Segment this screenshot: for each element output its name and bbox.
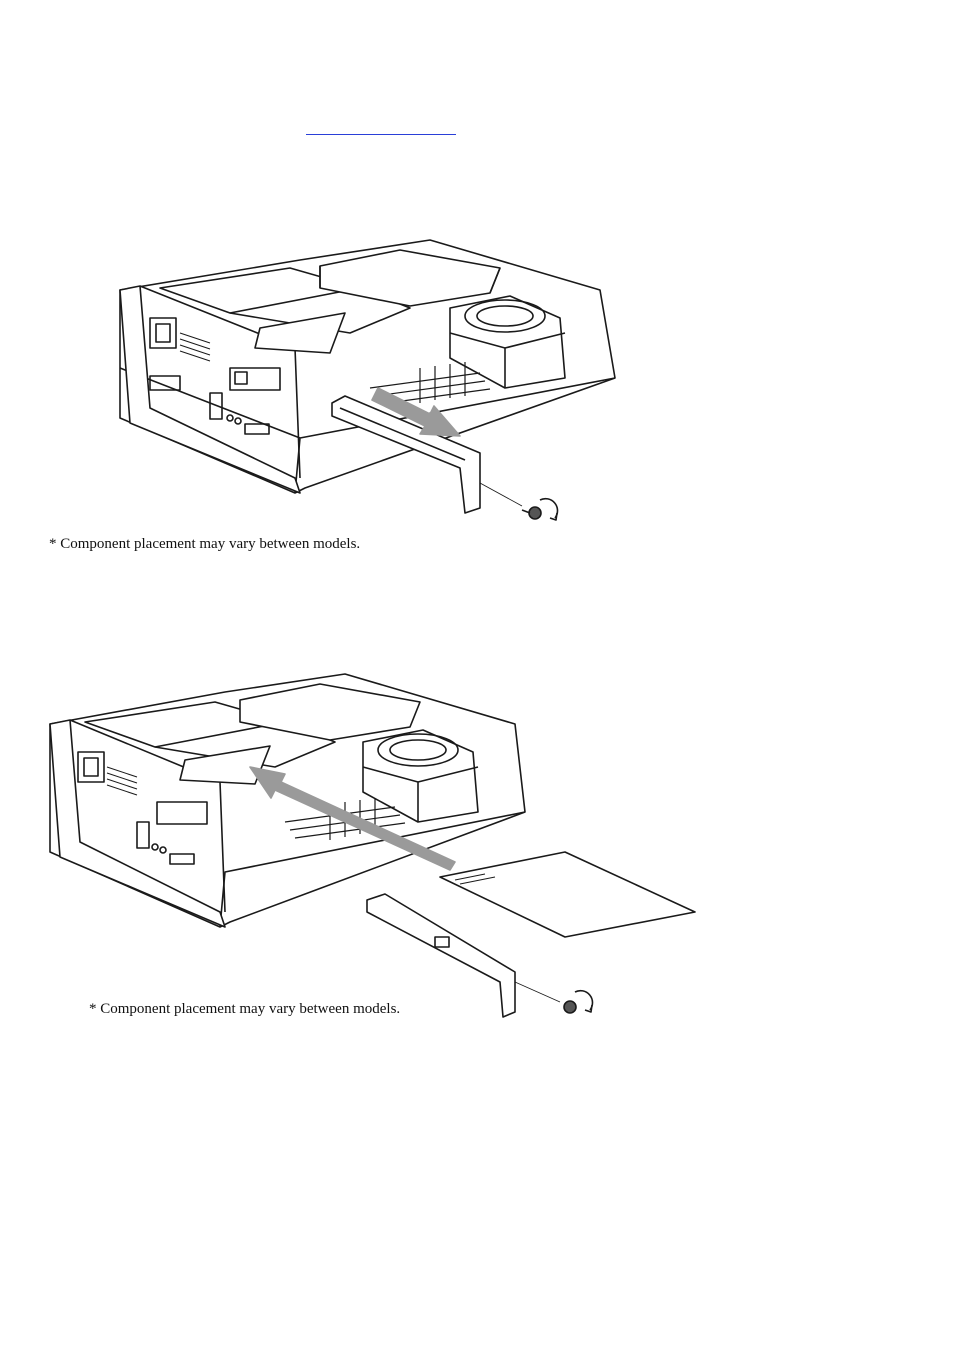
chassis-drawing-2 xyxy=(45,672,705,1022)
screw-icon xyxy=(480,483,541,519)
illustration-install-expansion-card xyxy=(45,672,705,1022)
illustration-remove-slot-cover xyxy=(110,238,620,538)
figure-caption: * Component placement may vary between m… xyxy=(89,1001,400,1018)
document-link[interactable] xyxy=(306,118,456,135)
figure-caption: * Component placement may vary between m… xyxy=(49,536,360,553)
chassis-drawing-1 xyxy=(110,238,620,538)
rotate-arrow-icon xyxy=(575,991,593,1010)
rotate-arrow-icon xyxy=(540,499,558,518)
screw-icon xyxy=(564,1001,576,1013)
